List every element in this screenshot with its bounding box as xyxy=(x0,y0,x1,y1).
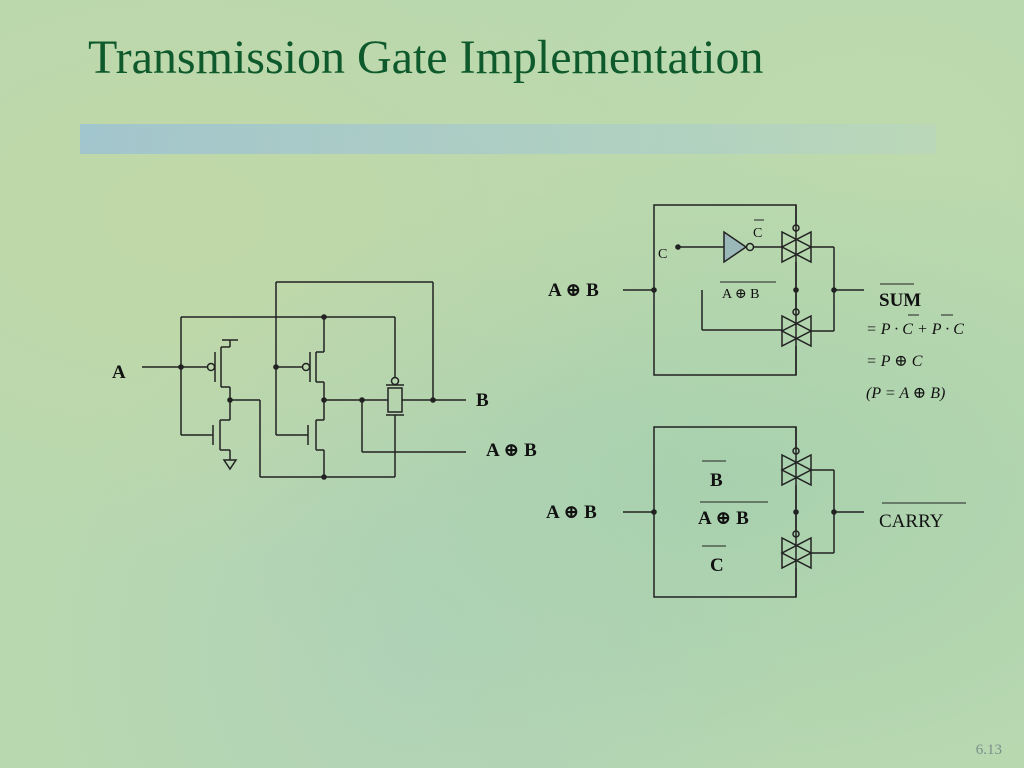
carry-xor-bar-label: A ⊕ B xyxy=(698,508,749,529)
sum-output-label: SUM xyxy=(879,290,921,311)
output-b-label: B xyxy=(476,390,489,411)
slide-number: 6.13 xyxy=(975,742,1002,758)
carry-circuit: A ⊕ B B A ⊕ B C CARRY xyxy=(546,426,966,598)
sum-equation-3: (P = A ⊕ B) xyxy=(866,385,945,402)
xor-circuit-left: A B A ⊕ B xyxy=(112,281,537,480)
carry-c-bar-label: C xyxy=(710,555,724,576)
output-xor-label: A ⊕ B xyxy=(486,440,537,461)
title-underline-bar xyxy=(80,124,936,154)
b-bar-label: B xyxy=(710,470,723,491)
carry-output-label: CARRY xyxy=(879,511,944,532)
carry-input-xor-label: A ⊕ B xyxy=(546,502,597,523)
input-a-label: A xyxy=(112,362,126,383)
xor-bar-label: A ⊕ B xyxy=(722,287,759,302)
c-bar-label: C xyxy=(753,226,762,241)
sum-circuit: A ⊕ B C C A ⊕ B SUM = P · C + P · C = P … xyxy=(548,204,964,402)
sum-input-xor-label: A ⊕ B xyxy=(548,280,599,301)
sum-equation-1: = P · C + P · C xyxy=(866,321,964,338)
sum-equation-2: = P ⊕ C xyxy=(866,353,923,370)
sum-input-c-label: C xyxy=(658,247,667,262)
slide-title: Transmission Gate Implementation xyxy=(88,31,764,84)
